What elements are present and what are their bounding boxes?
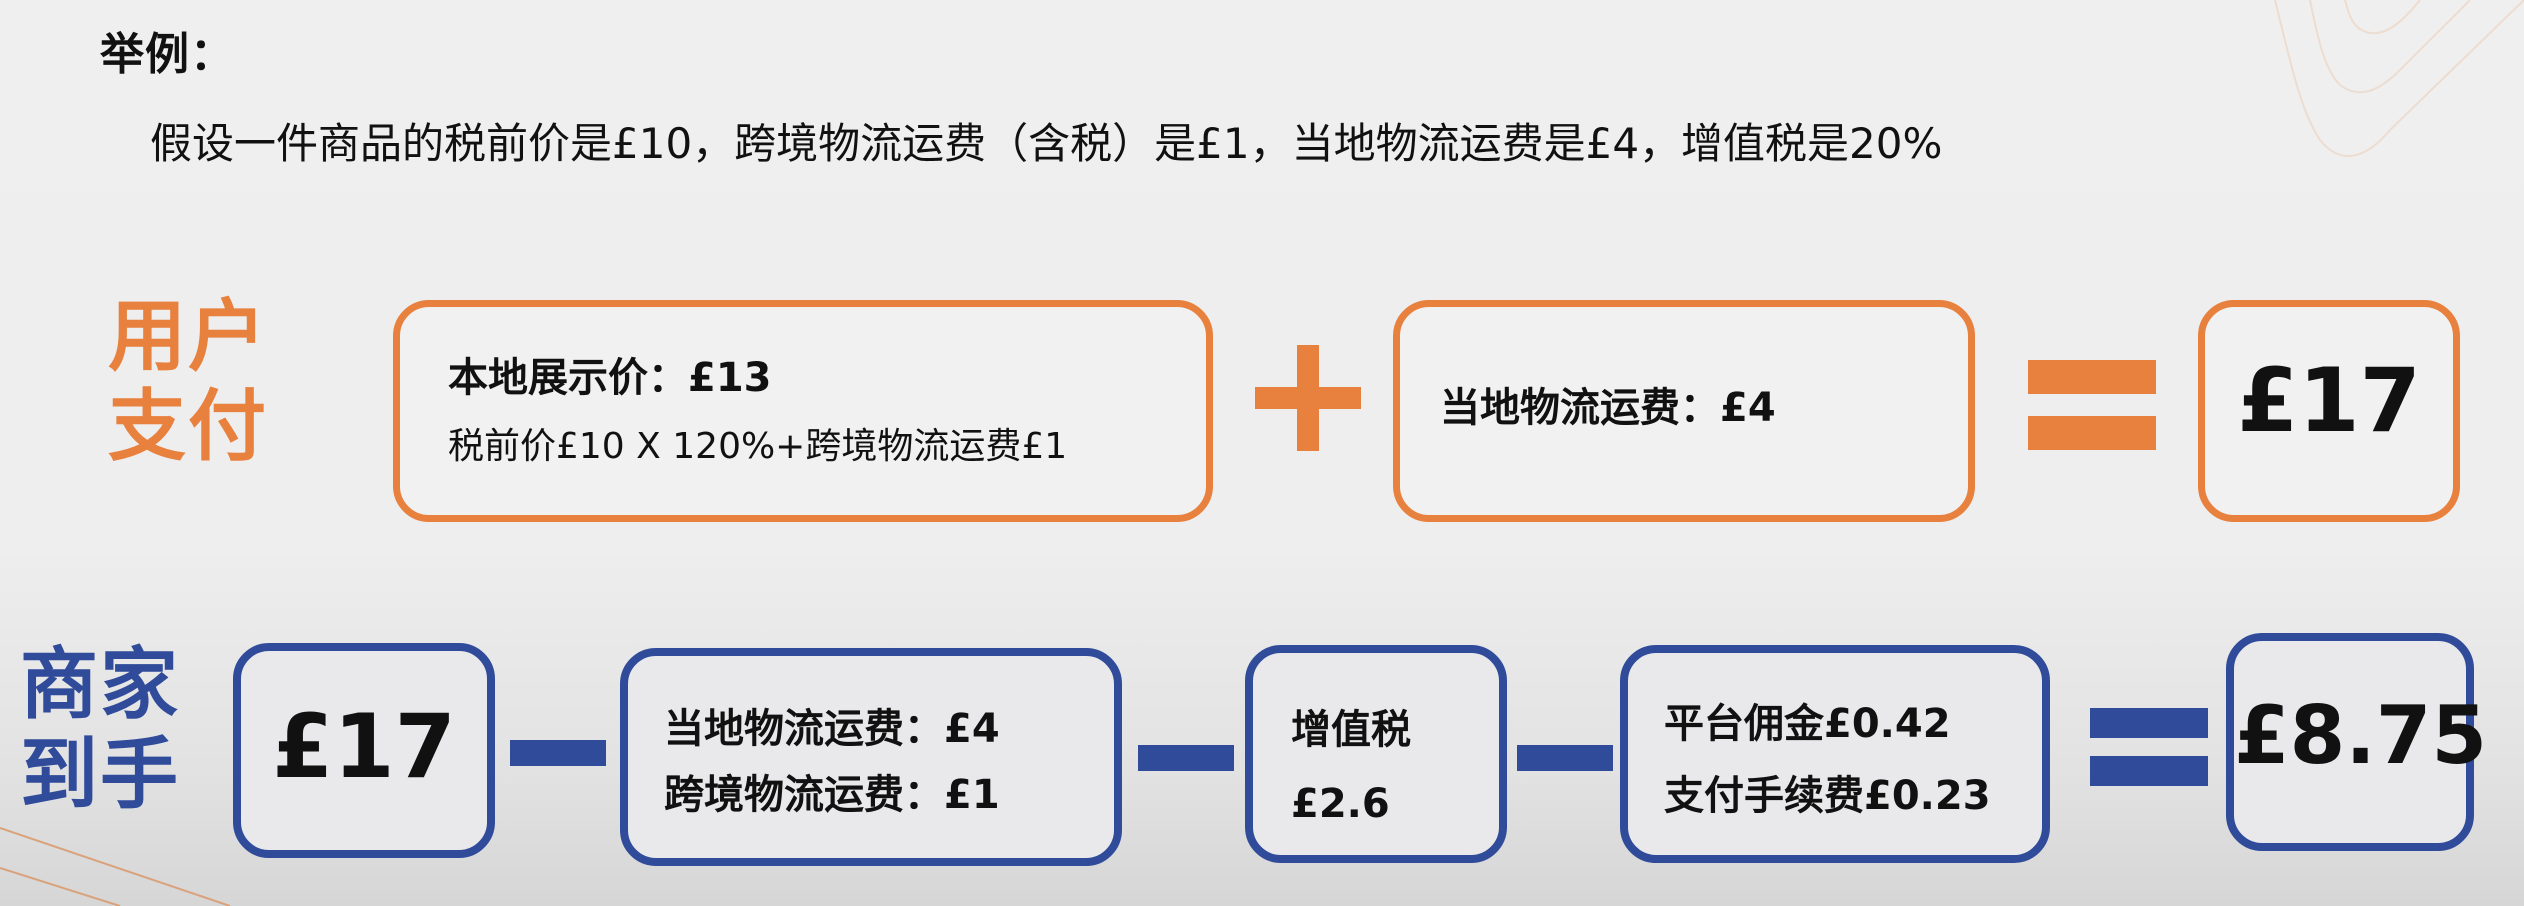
merchant-result-value: £8.75 [2234,689,2488,782]
minus-operator-icon-1 [510,740,606,766]
display-price-box: 本地展示价：£13 税前价£10 X 120%+跨境物流运费£1 [393,300,1213,522]
user-payment-label: 用户 支付 [108,292,268,472]
vat-label: 增值税 [1291,707,1411,753]
user-total-value: £17 [2237,349,2421,452]
merchant-start-value: £17 [272,695,456,798]
merchant-start-box: £17 [233,643,495,858]
vat-amount: £2.6 [1291,781,1390,827]
local-shipping-title: 当地物流运费：£4 [1440,385,1776,431]
local-shipping-line: 当地物流运费：£4 [664,706,1000,752]
display-price-formula: 税前价£10 X 120%+跨境物流运费£1 [448,426,1068,467]
merchant-receipt-label: 商家 到手 [20,640,180,820]
merchant-result-box: £8.75 [2226,633,2488,851]
user-total-box: £17 [2198,300,2460,522]
payment-fee-line: 支付手续费£0.23 [1664,773,1991,819]
plus-operator-icon [1255,345,1361,451]
shipping-deduction-box: 当地物流运费：£4 跨境物流运费：£1 [620,648,1122,866]
decorative-diagonal-lines [0,827,231,906]
merchant-receipt-label-line2: 到手 [20,730,181,820]
fees-deduction-box: 平台佣金£0.42 支付手续费£0.23 [1620,645,2050,863]
minus-operator-icon-2 [1138,745,1234,771]
display-price-title: 本地展示价：£13 [448,355,772,401]
example-heading: 举例： [100,29,235,80]
equals-operator-icon [2028,360,2156,452]
local-shipping-box: 当地物流运费：£4 [1393,300,1975,522]
cross-border-shipping-line: 跨境物流运费：£1 [664,772,1000,818]
user-payment-label-line2: 支付 [108,382,269,472]
merchant-receipt-label-line1: 商家 [20,640,181,730]
decorative-corner-lines [2274,0,2524,157]
platform-commission-line: 平台佣金£0.42 [1664,701,1951,747]
example-description: 假设一件商品的税前价是£10，跨境物流运费（含税）是£1，当地物流运费是£4，增… [150,119,1943,168]
user-payment-label-line1: 用户 [108,292,269,382]
equals-operator-icon-blue [2090,708,2208,788]
vat-deduction-box: 增值税 £2.6 [1245,645,1507,863]
minus-operator-icon-3 [1517,745,1613,771]
